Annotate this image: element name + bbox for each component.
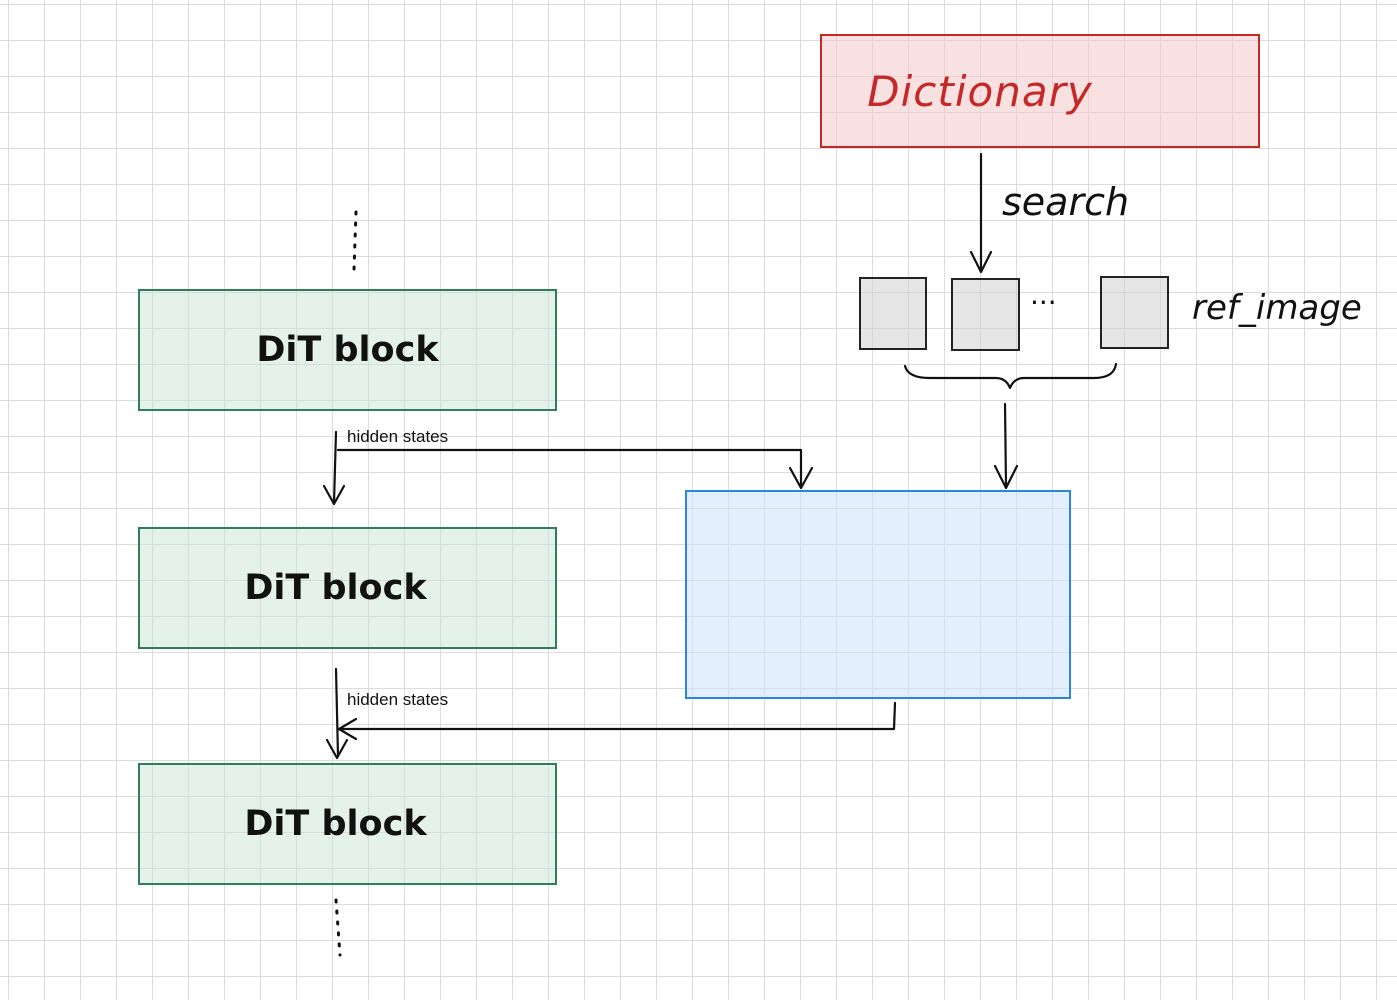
branch-to-fusion-arrowhead <box>788 466 814 490</box>
search-label: search <box>1002 180 1130 224</box>
fusion-output-line <box>339 701 897 731</box>
ref-to-fusion-arrow <box>1003 402 1008 488</box>
fusion-output-arrowhead <box>337 717 358 741</box>
hidden-states-arrowhead-2 <box>325 738 349 760</box>
bottom-continuation-dots <box>334 898 342 957</box>
dit-block-1-label: DiT block <box>256 330 439 370</box>
hidden-states-arrow-1 <box>332 430 338 505</box>
fusion-block <box>685 490 1071 699</box>
dit-block-3: DiT block <box>138 763 557 885</box>
dictionary-box: Dictionary <box>820 34 1260 148</box>
hidden-states-arrowhead-1 <box>322 484 346 506</box>
hidden-states-label-1: hidden states <box>347 427 449 446</box>
dictionary-label: Dictionary <box>867 66 1093 116</box>
branch-to-fusion-line <box>336 448 803 488</box>
ref-image-label: ref_image <box>1192 288 1362 328</box>
ref-image-2 <box>951 278 1020 351</box>
dit-block-1: DiT block <box>138 289 557 411</box>
dit-block-3-label: DiT block <box>244 804 427 844</box>
ref-image-brace <box>903 362 1118 390</box>
hidden-states-label-2: hidden states <box>347 690 449 709</box>
hidden-states-arrow-2 <box>334 667 340 758</box>
ref-image-1 <box>859 277 927 350</box>
ref-to-fusion-arrowhead <box>993 464 1019 490</box>
dit-block-2-label: DiT block <box>244 568 427 608</box>
ref-image-n <box>1100 276 1169 349</box>
top-continuation-dots <box>352 210 358 272</box>
dit-block-2: DiT block <box>138 527 557 649</box>
search-arrowhead <box>969 250 993 274</box>
ref-image-ellipsis: ··· <box>1030 286 1057 319</box>
